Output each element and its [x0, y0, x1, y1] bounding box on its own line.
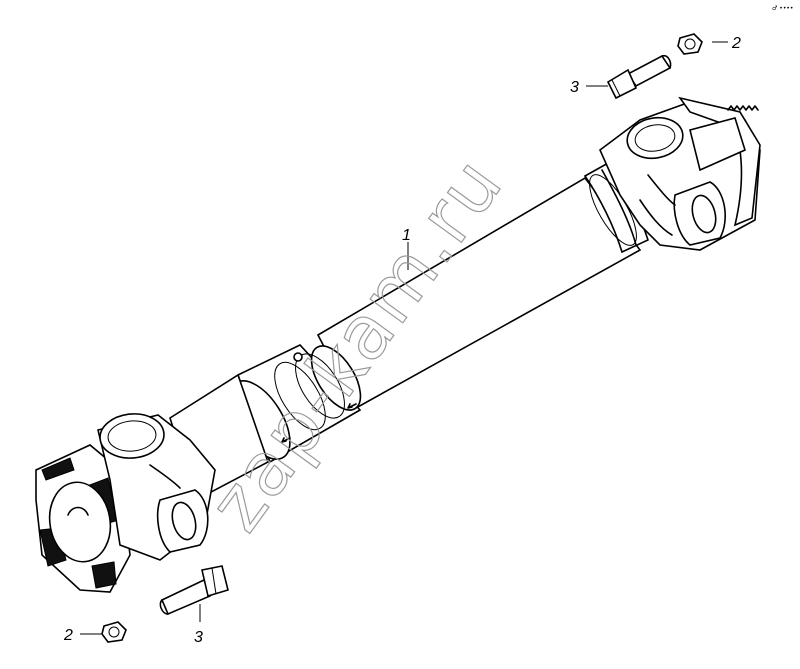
nut-top [677, 33, 703, 55]
bolt-bottom [159, 565, 229, 616]
left-universal-joint [35, 413, 216, 593]
nut-bottom [101, 621, 127, 643]
corner-mark: ♂ •••• [772, 5, 793, 12]
right-universal-joint [599, 96, 761, 251]
leader-lines [80, 41, 728, 635]
callout-bolt-bottom: 3 [194, 629, 203, 646]
shaft-tube [169, 160, 649, 502]
bolt-top [606, 54, 672, 100]
callout-shaft: 1 [402, 227, 411, 244]
callout-nut-bottom: 2 [63, 627, 73, 644]
callout-nut-top: 2 [731, 35, 741, 52]
callout-bolt-top: 3 [570, 79, 579, 96]
